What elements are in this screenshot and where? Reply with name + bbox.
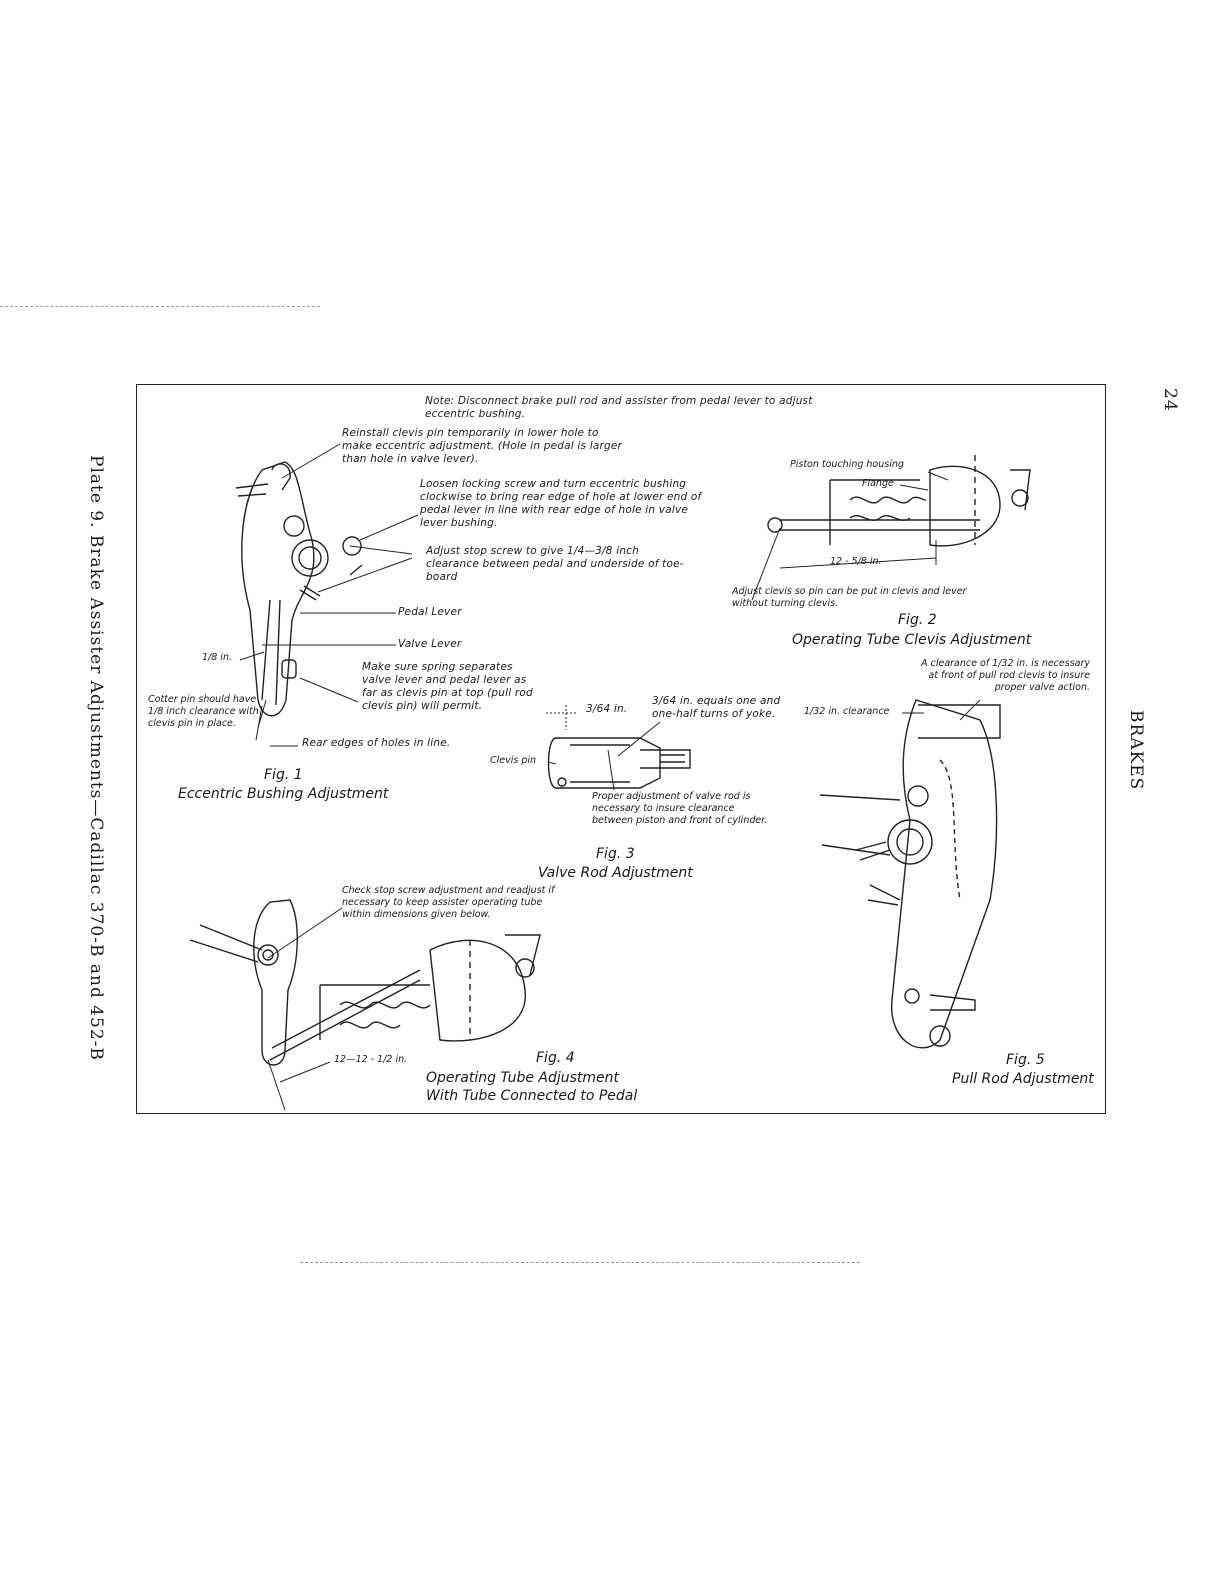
fig2-caption: Operating Tube Clevis Adjustment — [792, 632, 1032, 648]
page-number: 24 — [1160, 388, 1180, 412]
fig1-make-sure-note: Make sure spring separates valve lever a… — [362, 661, 533, 712]
fig1-lever-drawing — [235, 461, 363, 717]
fig3-caption: Valve Rod Adjustment — [538, 865, 693, 881]
fig3-dimension: 3/64 in. — [586, 703, 628, 715]
pedal-lever-label: Pedal Lever — [398, 606, 462, 618]
flange-label: Flange — [862, 478, 894, 489]
fig5-number: Fig. 5 — [1006, 1052, 1045, 1068]
scan-line-bottom — [300, 1262, 860, 1263]
fig5-clearance-note: A clearance of 1/32 in. is necessary at … — [921, 658, 1090, 693]
fig2-number: Fig. 2 — [898, 612, 937, 628]
fig4-caption-line2: With Tube Connected to Pedal — [426, 1088, 638, 1104]
fig4-caption-line1: Operating Tube Adjustment — [426, 1070, 620, 1086]
piston-touching-label: Piston touching housing — [790, 459, 904, 470]
fig3-number: Fig. 3 — [596, 846, 635, 862]
fig2-adjust-clevis-note: Adjust clevis so pin can be put in clevi… — [732, 586, 967, 609]
fig4-dimension: 12—12 - 1/2 in. — [334, 1054, 408, 1065]
fig2-cylinder-drawing — [767, 455, 1031, 547]
fig1-adjust-stop-note: Adjust stop screw to give 1/4—3/8 inch c… — [426, 545, 684, 583]
fig3-valverod-drawing — [547, 737, 691, 789]
fig3-proper-note: Proper adjustment of valve rod is necess… — [592, 791, 768, 826]
fig5-clearance-label: 1/32 in. clearance — [804, 706, 890, 717]
fig1-reinstall-note: Reinstall clevis pin temporarily in lowe… — [342, 427, 623, 465]
fig2-dimension: 12 - 5/8 in. — [830, 556, 882, 567]
clevis-pin-label: Clevis pin — [490, 755, 537, 766]
top-note: Note: Disconnect brake pull rod and assi… — [425, 395, 813, 420]
fig4-number: Fig. 4 — [536, 1050, 575, 1066]
fig1-caption: Eccentric Bushing Adjustment — [178, 786, 389, 802]
plate-title: Plate 9. Brake Assister Adjustments—Cadi… — [86, 455, 106, 1061]
rear-edges-note: Rear edges of holes in line. — [302, 737, 451, 749]
fig5-pullrod-drawing — [819, 699, 1001, 1049]
fig1-number: Fig. 1 — [264, 767, 303, 783]
eighth-inch-label: 1/8 in. — [202, 652, 232, 663]
valve-lever-label: Valve Lever — [398, 638, 462, 650]
scan-line-top — [0, 306, 320, 307]
section-heading: BRAKES — [1126, 710, 1146, 791]
fig1-loosen-note: Loosen locking screw and turn eccentric … — [420, 478, 702, 529]
fig5-caption: Pull Rod Adjustment — [952, 1071, 1094, 1087]
fig4-tube-drawing — [189, 899, 541, 1066]
fig4-check-note: Check stop screw adjustment and readjust… — [342, 885, 555, 920]
fig3-equals-note: 3/64 in. equals one and one-half turns o… — [652, 695, 781, 720]
plate-frame — [136, 384, 1106, 1114]
cotter-pin-note: Cotter pin should have 1/8 inch clearanc… — [148, 694, 259, 729]
